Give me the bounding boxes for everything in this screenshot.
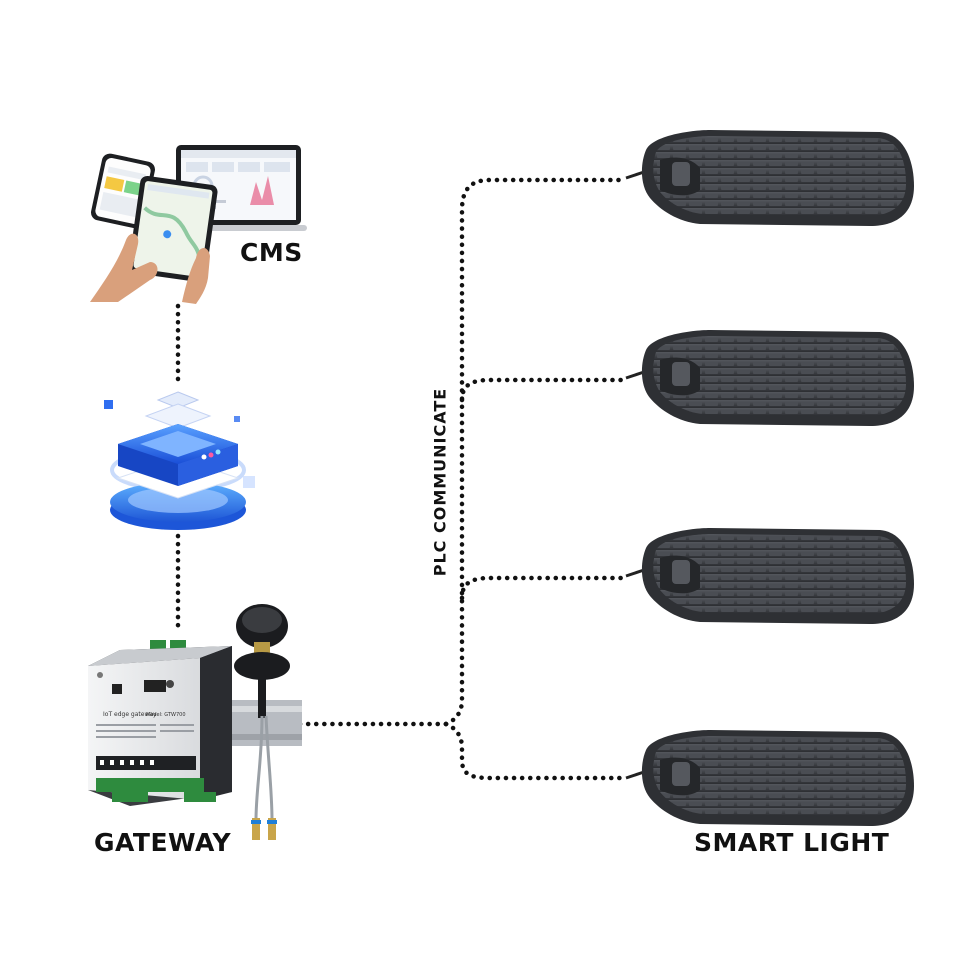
smart-light-4	[625, 730, 914, 826]
street-light-icon	[625, 330, 914, 426]
plc-branch-light-3	[459, 575, 629, 601]
cloud-server-icon	[104, 391, 255, 530]
smart-light-3	[625, 528, 914, 624]
plc-bus-trunk	[443, 177, 629, 727]
cms-label: CMS	[240, 238, 303, 267]
street-light-icon	[625, 528, 914, 624]
plc-communicate-label: PLC COMMUNICATE	[430, 387, 450, 577]
connection-lines	[175, 177, 629, 781]
gateway-brand-text: IoT edge gateway	[103, 711, 157, 718]
street-light-icon	[625, 130, 914, 226]
cms-devices-icon	[90, 145, 307, 304]
gateway-label: GATEWAY	[94, 828, 232, 857]
plc-branch-light-2	[459, 377, 629, 403]
plc-branch-light-4	[443, 721, 629, 781]
antenna-icon	[234, 604, 290, 840]
smart-light-label: SMART LIGHT	[694, 828, 890, 857]
gateway-model-text: Model: GTW700	[146, 712, 186, 718]
smart-light-2	[625, 330, 914, 426]
street-light-icon	[625, 730, 914, 826]
smart-light-1	[625, 130, 914, 226]
gateway-device-icon: IoT edge gateway Model: GTW700	[88, 640, 302, 806]
